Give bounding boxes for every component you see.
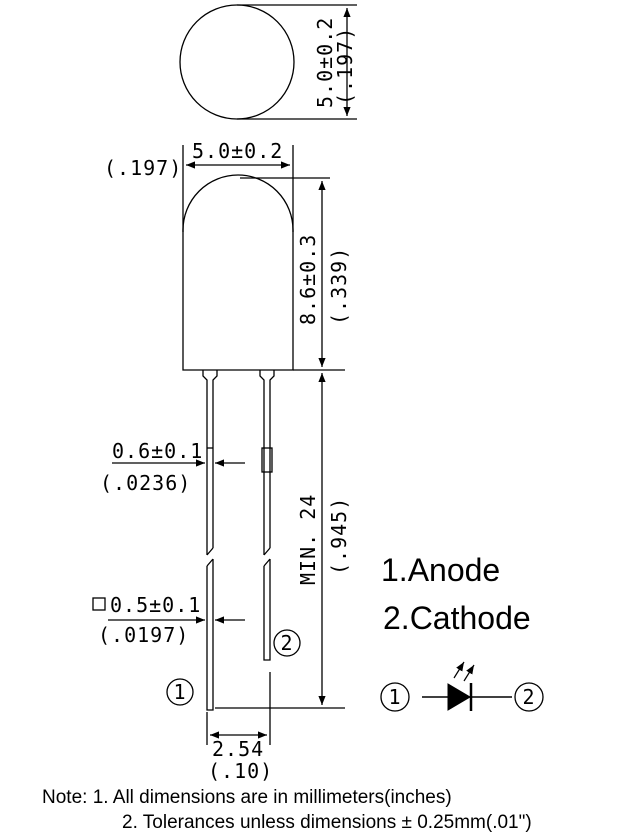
- note-line-2: 2. Tolerances unless dimensions ± 0.25mm…: [122, 812, 532, 833]
- pin1-circle: [166, 678, 194, 706]
- symbol-pin1-circle: [380, 682, 410, 712]
- lens-top-circle: [179, 4, 295, 120]
- pitch-dimension: [206, 672, 271, 745]
- top-diameter-mm: 5.0±0.2: [313, 17, 337, 108]
- anode-label: 1.Anode: [381, 552, 501, 588]
- lead-length-mm: MIN. 24: [296, 494, 320, 585]
- lead-1: [202, 370, 218, 711]
- pitch-in: (.10): [208, 759, 273, 783]
- cathode-label: 2.Cathode: [383, 600, 531, 636]
- height-in: (.339): [327, 247, 351, 325]
- height-dimension: [240, 177, 345, 371]
- height-mm: 8.6±0.3: [296, 234, 320, 325]
- lead-width-mm: 0.6±0.1: [112, 439, 203, 463]
- width-mm: 5.0±0.2: [192, 139, 283, 163]
- lead-width-in: (.0236): [100, 471, 191, 495]
- lead-2: [259, 370, 275, 661]
- top-view: [179, 4, 357, 120]
- pitch-mm: 2.54: [212, 737, 264, 761]
- led-body: [182, 174, 294, 371]
- symbol-pin1-label: 1: [388, 685, 401, 709]
- pin1-label: 1: [173, 680, 186, 704]
- note-line-1: Note: 1. All dimensions are in millimete…: [42, 787, 452, 808]
- lead-length-dimension: [215, 373, 345, 709]
- width-dimension: [182, 145, 294, 232]
- symbol-pin2-circle: [514, 682, 544, 712]
- square-symbol-icon: [92, 597, 106, 611]
- pin2-label: 2: [280, 631, 293, 655]
- top-diameter-in: (.197): [333, 27, 357, 105]
- light-rays-icon: [453, 661, 475, 682]
- width-in: (.197): [104, 156, 182, 180]
- diode-triangle-icon: [447, 683, 471, 711]
- lead-length-in: (.945): [327, 497, 351, 575]
- lead-square-mm: 0.5±0.1: [110, 593, 201, 617]
- led-symbol: 1 2: [380, 661, 544, 712]
- lead-square-in: (.0197): [98, 623, 189, 647]
- symbol-pin2-label: 2: [522, 685, 535, 709]
- pin2-circle: [273, 629, 301, 657]
